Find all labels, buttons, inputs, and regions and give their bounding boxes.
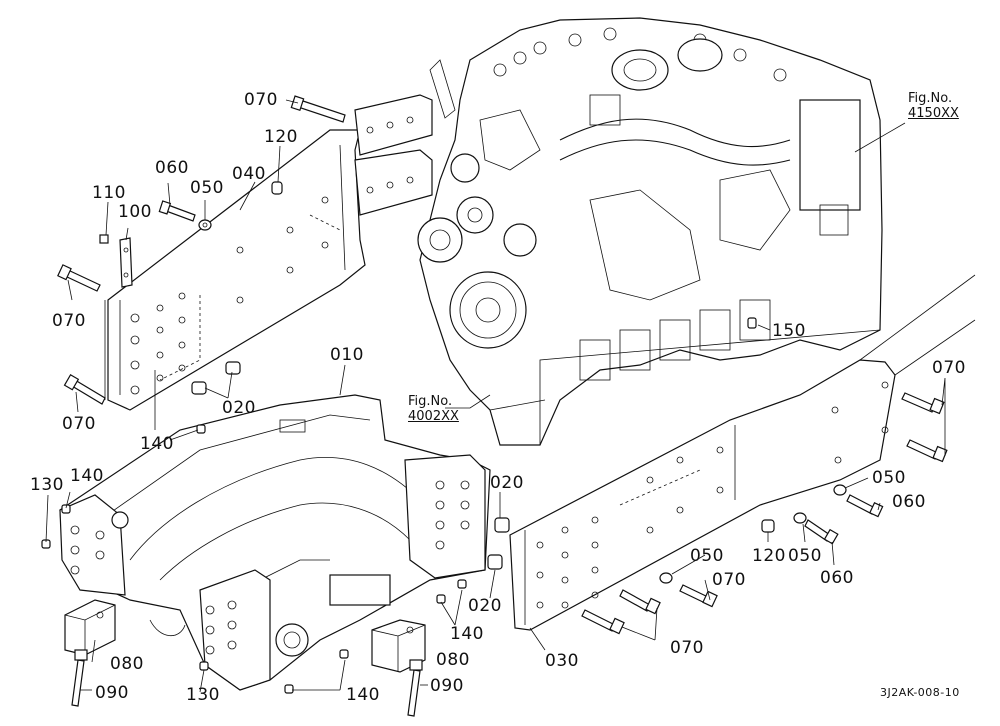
part-label-050: 050 (872, 468, 906, 488)
part-label-070: 070 (62, 414, 96, 434)
part-label-090: 090 (95, 683, 129, 703)
rubber-mounts (64, 599, 426, 673)
part-label-130: 130 (30, 475, 64, 495)
fasteners (41, 95, 948, 717)
fig-ref-4150xx[interactable]: Fig.No. 4150XX (908, 91, 959, 122)
right-side-plate (509, 274, 976, 631)
part-label-040: 040 (232, 164, 266, 184)
part-label-150: 150 (772, 321, 806, 341)
fig-ref-number: 4002XX (408, 408, 459, 424)
part-label-020: 020 (222, 398, 256, 418)
fig-ref-prefix: Fig.No. (908, 91, 953, 106)
left-side-plate (104, 94, 433, 430)
part-label-050: 050 (788, 546, 822, 566)
part-label-140: 140 (346, 685, 380, 705)
part-label-140: 140 (140, 434, 174, 454)
part-label-140: 140 (70, 466, 104, 486)
part-label-010: 010 (330, 345, 364, 365)
part-label-060: 060 (892, 492, 926, 512)
part-label-100: 100 (118, 202, 152, 222)
part-label-020: 020 (468, 596, 502, 616)
leader-lines (45, 99, 946, 693)
fig-ref-prefix: Fig.No. (408, 394, 453, 409)
part-label-070: 070 (932, 358, 966, 378)
engine-assembly (417, 17, 883, 446)
part-label-070: 070 (52, 311, 86, 331)
part-label-020: 020 (490, 473, 524, 493)
part-label-080: 080 (436, 650, 470, 670)
part-label-120: 120 (264, 127, 298, 147)
drawing-code: 3J2AK-008-10 (880, 686, 960, 699)
fig-ref-number: 4150XX (908, 105, 959, 121)
part-label-030: 030 (545, 651, 579, 671)
part-label-110: 110 (92, 183, 126, 203)
part-label-130: 130 (186, 685, 220, 705)
part-label-120: 120 (752, 546, 786, 566)
part-label-050: 050 (190, 178, 224, 198)
front-axle-frame (59, 394, 491, 691)
part-label-080: 080 (110, 654, 144, 674)
part-label-060: 060 (155, 158, 189, 178)
part-label-070: 070 (712, 570, 746, 590)
fig-ref-4002xx[interactable]: Fig.No. 4002XX (408, 394, 459, 425)
part-label-140: 140 (450, 624, 484, 644)
part-label-050: 050 (690, 546, 724, 566)
part-label-070: 070 (244, 90, 278, 110)
part-label-070: 070 (670, 638, 704, 658)
part-label-090: 090 (430, 676, 464, 696)
part-label-060: 060 (820, 568, 854, 588)
